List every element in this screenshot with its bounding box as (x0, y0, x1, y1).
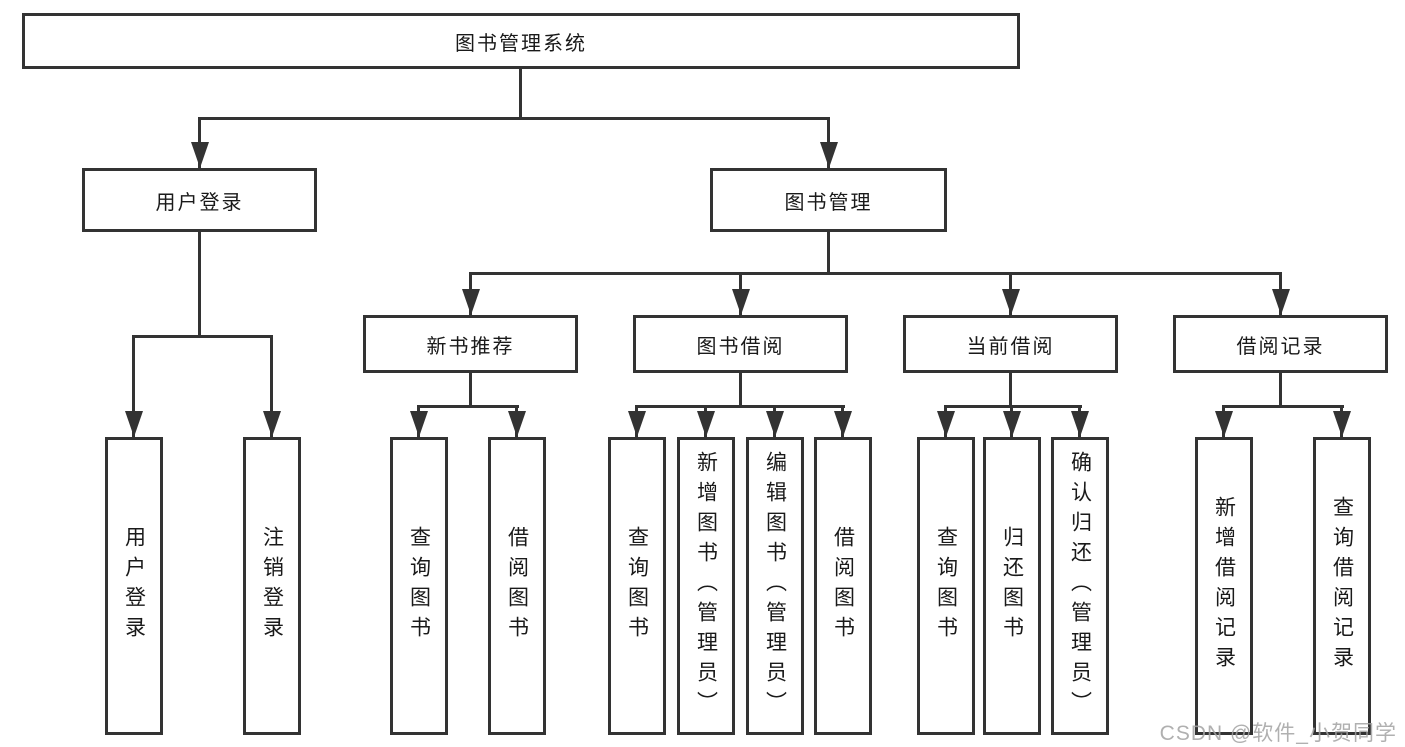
connector-root-stem (519, 69, 522, 117)
connector-borrow-records-rail (1222, 405, 1344, 408)
node-label: 查询图书 (407, 526, 431, 646)
node-label: 借阅图书 (831, 526, 855, 646)
node-label: 注销登录 (260, 526, 284, 646)
node-label: 归还图书 (1000, 526, 1024, 646)
arrowhead-icon (732, 289, 750, 315)
leaf-borrow-books: 借阅图书 (814, 437, 872, 735)
arrowhead-icon (697, 411, 715, 437)
node-label: 新书推荐 (426, 335, 515, 358)
node-label: 借阅记录 (1236, 335, 1325, 358)
node-label: 查询图书 (625, 526, 649, 646)
arrowhead-icon (937, 411, 955, 437)
connector-drop-leaf-user-login (132, 335, 135, 437)
node-book-borrow: 图书借阅 (633, 315, 848, 373)
connector-current-borrow-rail (944, 405, 1082, 408)
node-label: 用户登录 (122, 526, 146, 646)
connector-user-login-stem (198, 232, 201, 335)
node-borrow-records: 借阅记录 (1173, 315, 1388, 373)
leaf-confirm-return-admin: 确认归还（管理员） (1051, 437, 1109, 735)
connector-new-book-rail (417, 405, 519, 408)
leaf-return-books: 归还图书 (983, 437, 1041, 735)
leaf-query-borrow-record: 查询借阅记录 (1313, 437, 1371, 735)
connector-user-login-rail (132, 335, 273, 338)
arrowhead-icon (125, 411, 143, 437)
connector-new-book-stem (469, 373, 472, 405)
node-label: 确认归还（管理员） (1068, 451, 1092, 721)
leaf-add-borrow-record: 新增借阅记录 (1195, 437, 1253, 735)
node-user-login: 用户登录 (82, 168, 317, 232)
node-label: 图书借阅 (696, 335, 785, 358)
node-label: 编辑图书（管理员） (763, 451, 787, 721)
node-library-management-system: 图书管理系统 (22, 13, 1020, 69)
connector-drop-leaf-logout (270, 335, 273, 437)
connector-borrow-records-stem (1279, 373, 1282, 405)
node-new-book-recommend: 新书推荐 (363, 315, 578, 373)
node-label: 查询借阅记录 (1330, 496, 1354, 676)
arrowhead-icon (1003, 411, 1021, 437)
arrowhead-icon (191, 142, 209, 168)
node-label: 图书管理系统 (455, 32, 587, 55)
arrowhead-icon (462, 289, 480, 315)
leaf-logout: 注销登录 (243, 437, 301, 735)
node-label: 查询图书 (934, 526, 958, 646)
arrowhead-icon (508, 411, 526, 437)
node-current-borrow: 当前借阅 (903, 315, 1118, 373)
node-label: 图书管理 (784, 191, 873, 214)
leaf-query-books-borrow: 查询图书 (608, 437, 666, 735)
arrowhead-icon (1272, 289, 1290, 315)
node-label: 新增图书（管理员） (694, 451, 718, 721)
arrowhead-icon (628, 411, 646, 437)
node-label: 借阅图书 (505, 526, 529, 646)
leaf-edit-books-admin: 编辑图书（管理员） (746, 437, 804, 735)
arrowhead-icon (263, 411, 281, 437)
arrowhead-icon (1002, 289, 1020, 315)
arrowhead-icon (834, 411, 852, 437)
arrowhead-icon (1071, 411, 1089, 437)
leaf-add-books-admin: 新增图书（管理员） (677, 437, 735, 735)
connector-book-management-rail (469, 272, 1282, 275)
arrowhead-icon (820, 142, 838, 168)
node-label: 用户登录 (155, 191, 244, 214)
arrowhead-icon (410, 411, 428, 437)
arrowhead-icon (1333, 411, 1351, 437)
node-label: 新增借阅记录 (1212, 496, 1236, 676)
connector-book-management-stem (827, 232, 830, 272)
leaf-query-books-recommend: 查询图书 (390, 437, 448, 735)
connector-book-borrow-rail (635, 405, 845, 408)
leaf-user-login: 用户登录 (105, 437, 163, 735)
connector-book-borrow-stem (739, 373, 742, 405)
leaf-query-books-current: 查询图书 (917, 437, 975, 735)
node-label: 当前借阅 (966, 335, 1055, 358)
connector-current-borrow-stem (1009, 373, 1012, 405)
connector-root-rail (198, 117, 830, 120)
leaf-borrow-books-recommend: 借阅图书 (488, 437, 546, 735)
arrowhead-icon (766, 411, 784, 437)
arrowhead-icon (1215, 411, 1233, 437)
node-book-management: 图书管理 (710, 168, 947, 232)
csdn-watermark: CSDN @软件_小贺同学 (1159, 722, 1397, 745)
